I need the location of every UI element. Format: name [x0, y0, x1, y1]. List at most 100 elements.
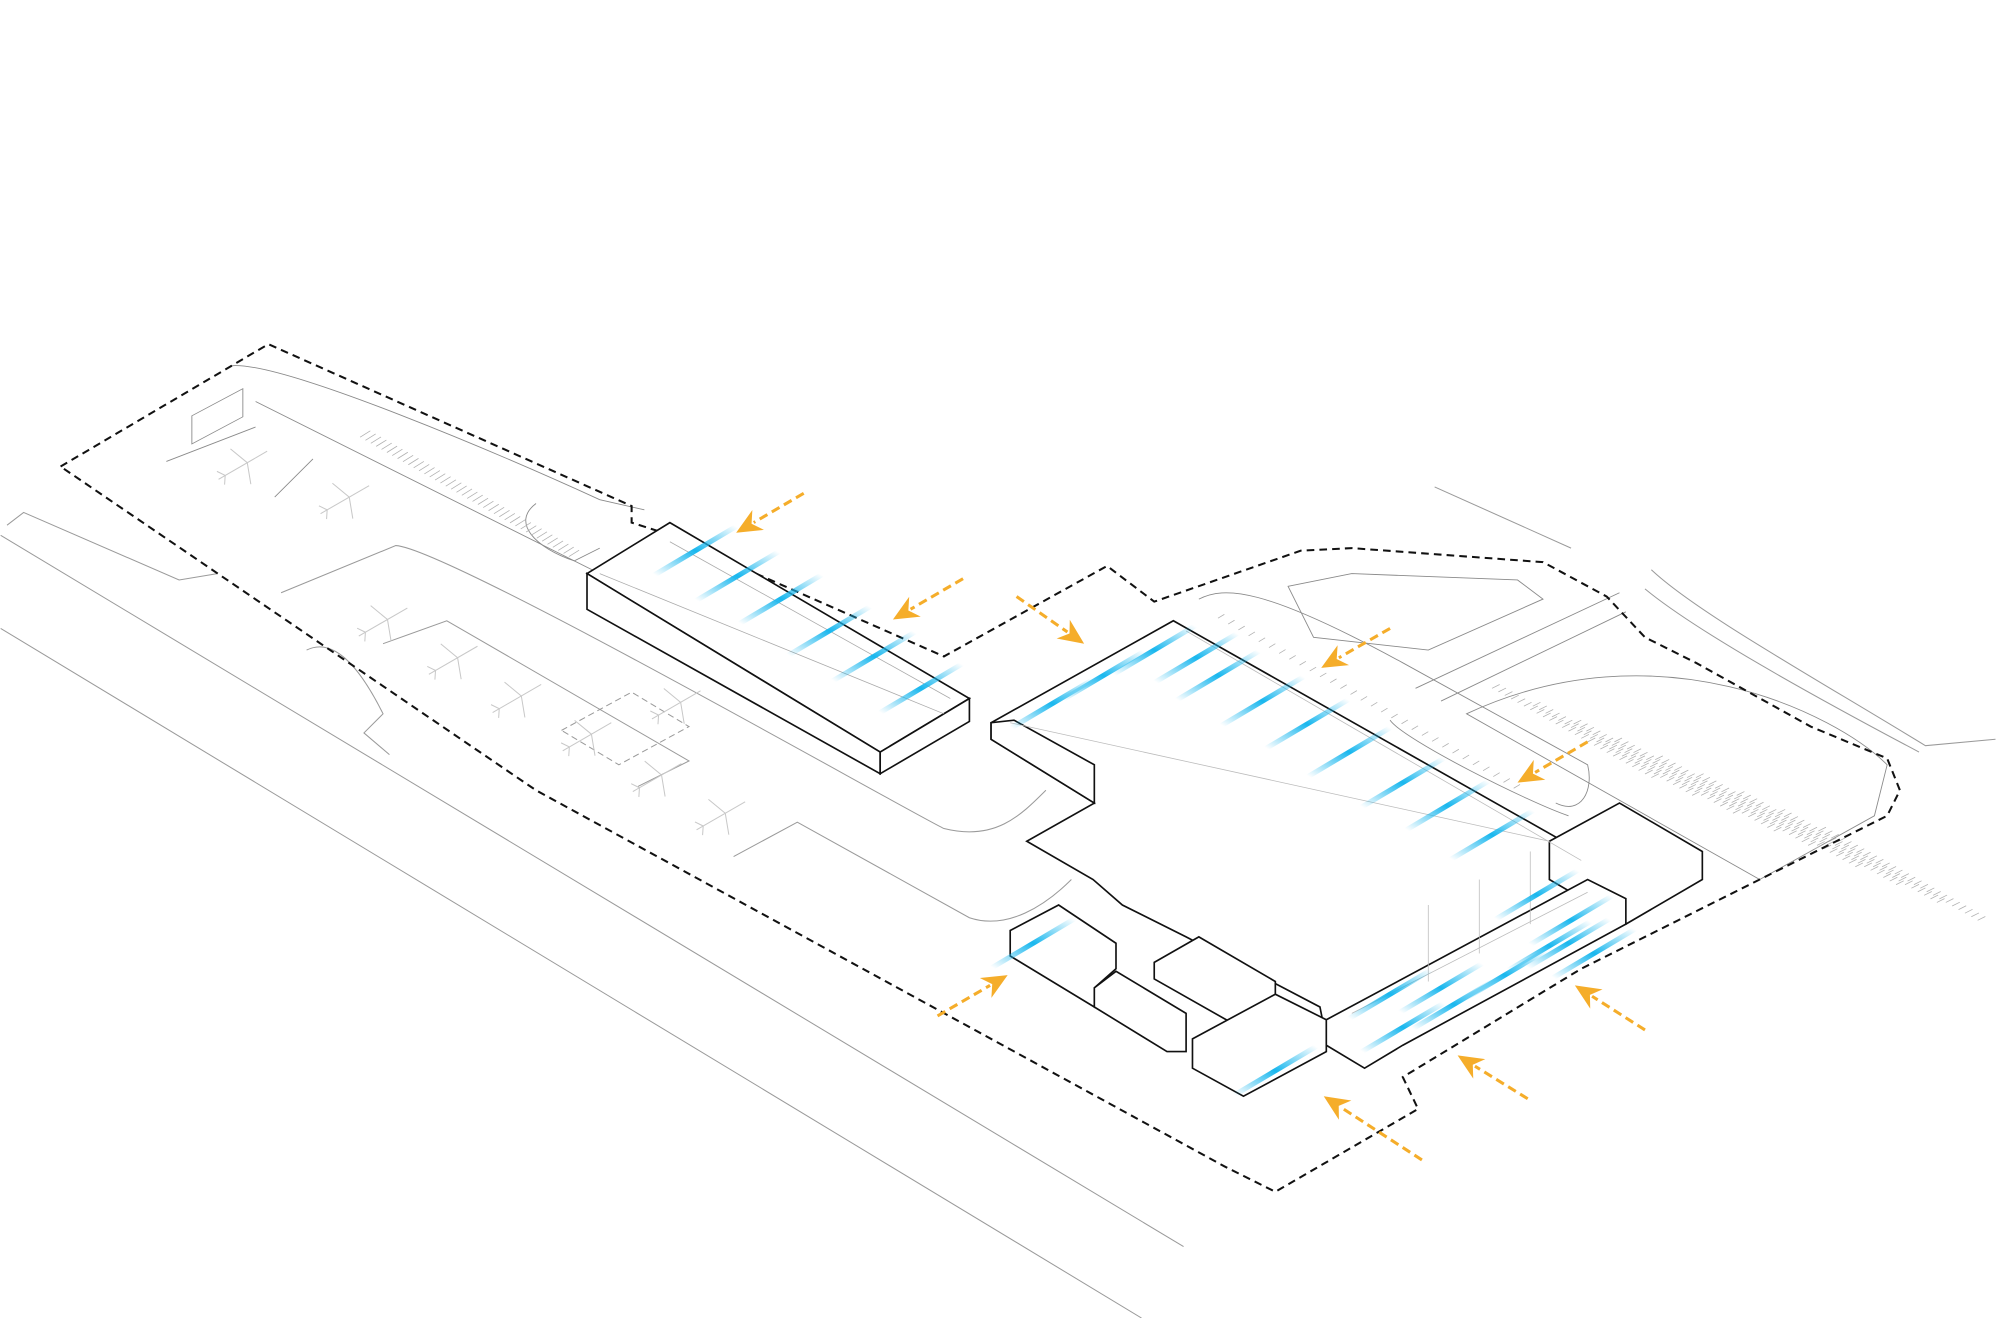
tail: [694, 821, 704, 836]
parking-stall: [1561, 723, 1570, 728]
parking-stall: [370, 436, 382, 444]
parking-stall: [1532, 701, 1541, 707]
parking-stall: [1299, 660, 1307, 666]
daylight-ray: [1305, 725, 1393, 779]
parking-stall: [1857, 859, 1866, 864]
terminal-building-west: [585, 521, 972, 776]
parking-stall: [1782, 826, 1791, 832]
parking-stall: [1740, 798, 1749, 803]
parking-stall: [1340, 684, 1347, 689]
fuselage: [492, 684, 542, 713]
parking-stall: [1718, 791, 1727, 796]
parking-stall: [1836, 851, 1844, 857]
parking-stall: [1945, 898, 1954, 903]
daylight-ray: [1059, 648, 1147, 703]
parking-stall: [1936, 898, 1945, 903]
arrow-head: [979, 975, 1008, 998]
daylight-ray: [1219, 674, 1306, 728]
parking-stall: [1217, 614, 1225, 619]
wing: [663, 688, 685, 724]
parking-stall: [1309, 666, 1317, 672]
parking-stall: [1888, 866, 1897, 871]
parking-stall: [1691, 791, 1700, 796]
parking-stall: [1731, 798, 1740, 803]
arrow-head: [1056, 619, 1085, 644]
arrow-shaft: [752, 491, 805, 524]
parking-stall: [1680, 769, 1689, 775]
parking-stall: [1579, 723, 1588, 728]
parking-stall: [397, 451, 408, 459]
parking-stall: [1510, 694, 1519, 700]
parking-stall: [1742, 794, 1751, 800]
daylight-ray: [1397, 961, 1485, 1015]
tail: [216, 470, 226, 485]
parking-stall: [1768, 809, 1777, 814]
parking-stall: [1920, 884, 1929, 889]
parking-stall: [1810, 837, 1819, 843]
parking-stall: [1855, 862, 1864, 868]
parking-stall: [1753, 805, 1762, 811]
parking-stall: [1830, 834, 1839, 839]
parking-stall: [1734, 794, 1743, 800]
parking-stall: [445, 479, 457, 487]
parking-stall: [1707, 794, 1716, 800]
parking-stall: [1736, 791, 1745, 796]
parking-stall: [1319, 672, 1327, 678]
parking-stall: [509, 516, 521, 524]
parking-stall: [541, 534, 553, 542]
arrow-head: [1574, 985, 1603, 1009]
parking-stall: [1881, 862, 1890, 868]
parking-stall: [1977, 916, 1986, 921]
parking-stall: [1728, 801, 1737, 807]
parking-stall: [1756, 812, 1765, 818]
parking-stall: [1837, 837, 1846, 843]
daylight-rays: [652, 523, 1638, 1098]
parking-stall: [1697, 784, 1706, 789]
parking-stall: [1875, 859, 1884, 864]
parking-stall: [1551, 712, 1560, 718]
parking-stall: [1892, 873, 1901, 878]
parking-stall: [1679, 784, 1688, 789]
parking-stall: [1883, 873, 1892, 878]
parking-stall: [552, 540, 564, 548]
parking-stall: [1513, 784, 1521, 789]
parking-stall: [557, 543, 569, 551]
parking-stall: [375, 439, 387, 447]
parking-stall: [1844, 851, 1853, 857]
parking-stall: [1626, 744, 1635, 750]
parking-stall: [1796, 819, 1805, 825]
parking-stall: [1542, 712, 1551, 718]
aircraft-icon: [490, 681, 542, 718]
parking-stall: [429, 470, 441, 478]
parking-stall: [1895, 880, 1904, 885]
wing: [574, 719, 596, 756]
parking-stall: [1493, 772, 1500, 777]
tail: [650, 710, 660, 725]
parking-stall: [1952, 901, 1960, 907]
parking-stall: [1686, 773, 1695, 778]
parking-stall: [1879, 866, 1888, 871]
parking-stall: [1862, 851, 1871, 857]
parking-stall: [1790, 816, 1799, 821]
arrow-head: [1323, 1096, 1352, 1120]
parking-stall: [1709, 791, 1718, 796]
parking-stall: [1655, 755, 1663, 761]
tail: [490, 704, 500, 718]
parking-stall: [413, 461, 425, 469]
parking-stall: [1523, 701, 1532, 707]
parking-stall: [1848, 859, 1857, 864]
daylight-ray: [1525, 916, 1612, 971]
parking-stall: [1746, 801, 1755, 807]
parking-stall: [1391, 713, 1398, 719]
parking-stall: [1289, 655, 1296, 660]
parking-stall: [504, 513, 516, 521]
parking-stall: [1813, 834, 1822, 839]
parking-stall: [1750, 809, 1759, 814]
parking-stall: [1568, 726, 1577, 732]
wing: [440, 643, 462, 680]
arrow-shaft: [1338, 627, 1391, 660]
parking-stall: [1658, 762, 1667, 768]
daylight-ray: [1527, 893, 1615, 948]
arrow-head: [736, 510, 764, 533]
